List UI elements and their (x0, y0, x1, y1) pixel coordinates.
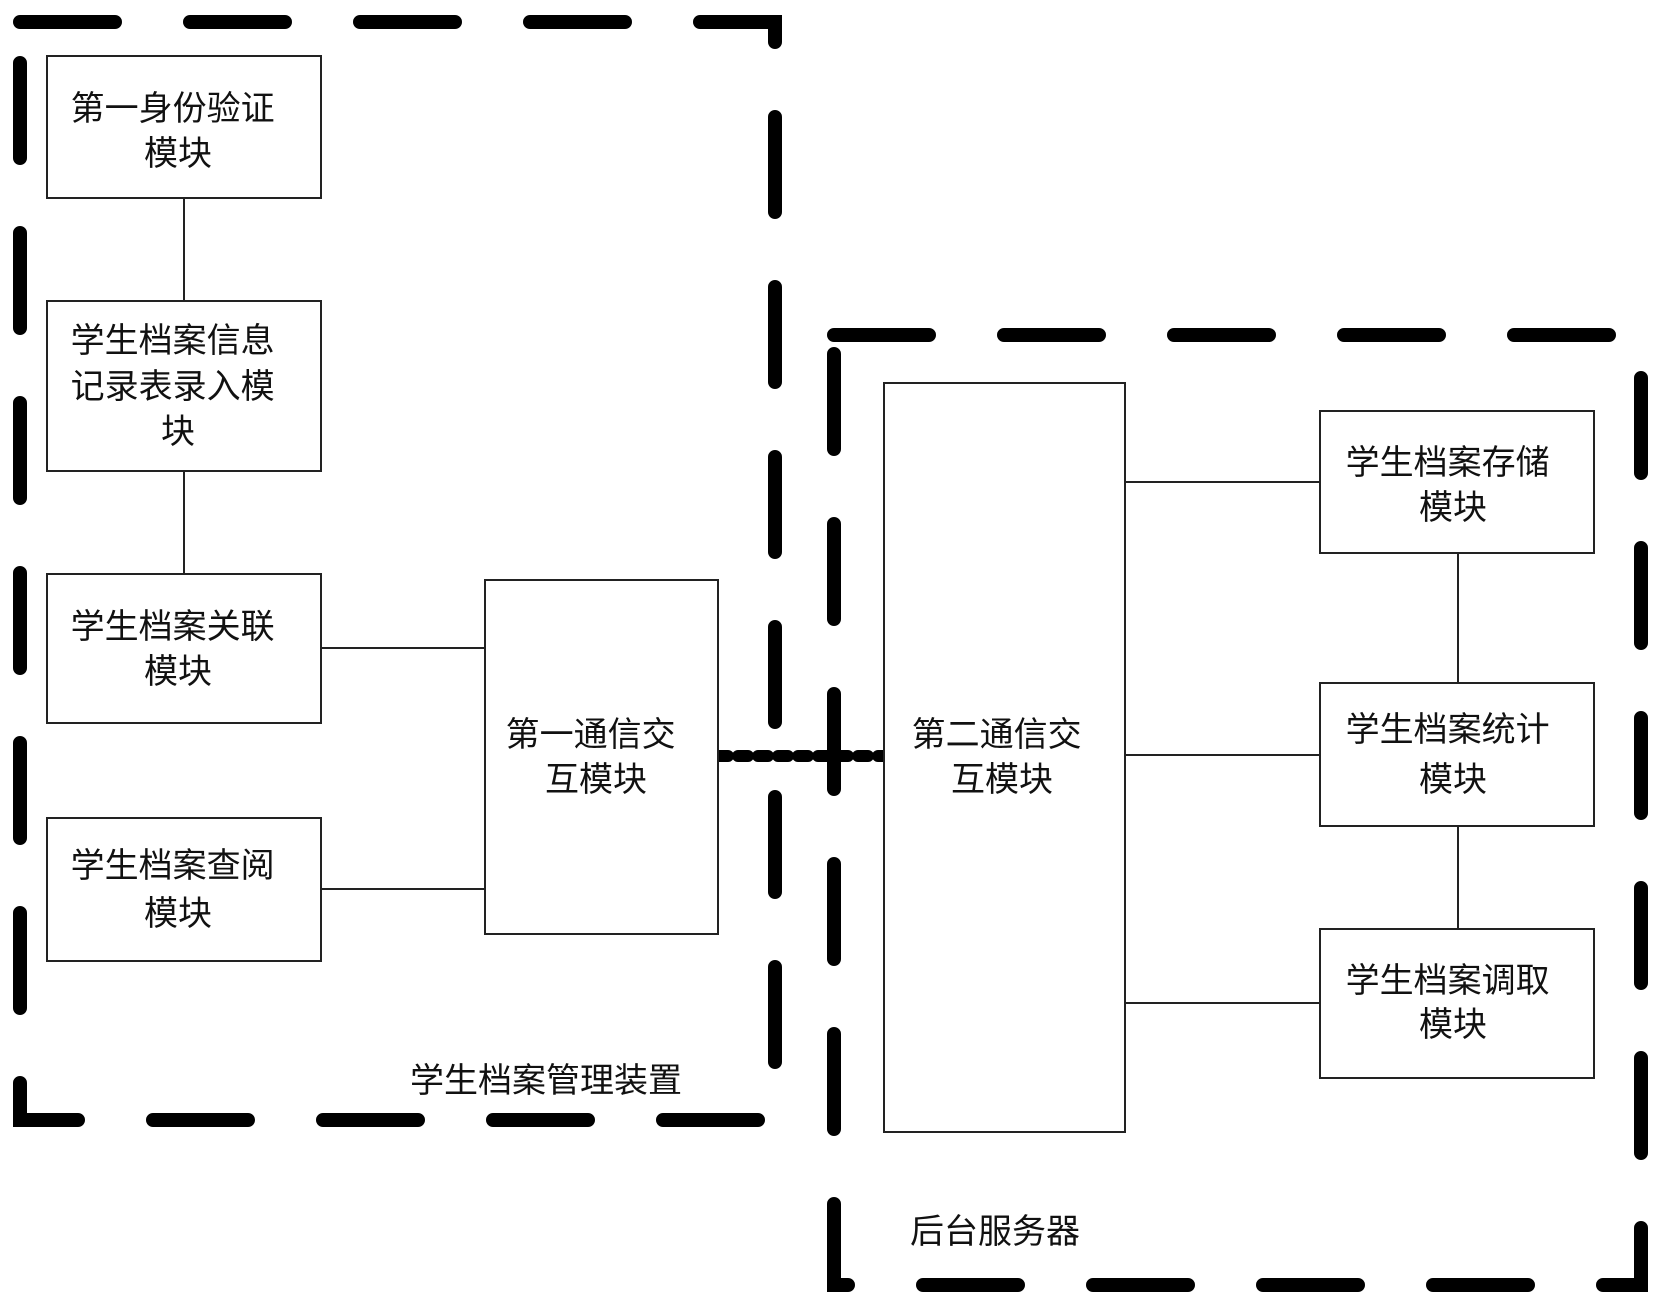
module-retrieval: 学生档案调取 模块 (1319, 928, 1595, 1079)
svg-text:学生档案存储 模块: 学生档案存储 模块 (1346, 443, 1561, 528)
module-statistics-line-2: 模块 (1419, 760, 1487, 800)
module-storage-line-1: 学生档案存储 (1346, 443, 1550, 483)
module-statistics: 学生档案统计 模块 (1319, 682, 1595, 827)
module-comm1-line-2: 互模块 (545, 760, 647, 800)
module-comm2-line-1: 第二通信交 (912, 715, 1082, 755)
module-association-line-2: 模块 (144, 652, 212, 692)
module-lookup-line-1: 学生档案查阅 (71, 846, 275, 886)
module-comm1: 第一通信交 互模块 (484, 579, 719, 935)
module-statistics-line-1: 学生档案统计 (1346, 710, 1550, 750)
svg-text:学生档案统计 模块: 学生档案统计 模块 (1346, 710, 1561, 800)
module-storage: 学生档案存储 模块 (1319, 410, 1595, 554)
module-auth-line-2: 模块 (144, 134, 212, 174)
module-comm1-line-1: 第一通信交 (506, 715, 676, 755)
device-group-border (13, 15, 782, 1127)
svg-text:第二通信交 互模块: 第二通信交 互模块 (912, 715, 1093, 800)
svg-text:学生档案信息 记录表录入模 块: 学生档案信息 记录表录入模 块 (71, 321, 286, 452)
module-comm2-line-2: 互模块 (951, 760, 1053, 800)
module-association-line-1: 学生档案关联 (71, 607, 275, 647)
module-record-entry: 学生档案信息 记录表录入模 块 (46, 300, 322, 472)
module-retrieval-line-2: 模块 (1419, 1005, 1487, 1045)
server-group-border (827, 328, 1648, 1292)
module-record-entry-line-2: 记录表录入模 (71, 367, 275, 407)
module-auth: 第一身份验证 模块 (46, 55, 322, 199)
module-storage-line-2: 模块 (1419, 488, 1487, 528)
svg-text:第一通信交 互模块: 第一通信交 互模块 (506, 715, 687, 800)
module-retrieval-line-1: 学生档案调取 (1346, 961, 1550, 1001)
device-group-label: 学生档案管理装置 (410, 1061, 682, 1101)
module-lookup: 学生档案查阅 模块 (46, 817, 322, 962)
module-record-entry-line-3: 块 (161, 412, 195, 452)
svg-text:学生档案关联 模块: 学生档案关联 模块 (71, 607, 286, 692)
module-association: 学生档案关联 模块 (46, 573, 322, 724)
server-group-label: 后台服务器 (910, 1212, 1080, 1252)
svg-text:学生档案查阅 模块: 学生档案查阅 模块 (71, 846, 286, 934)
module-lookup-line-2: 模块 (144, 894, 212, 934)
svg-text:第一身份验证 模块: 第一身份验证 模块 (71, 89, 286, 174)
module-comm2: 第二通信交 互模块 (883, 382, 1126, 1133)
module-record-entry-line-1: 学生档案信息 (71, 321, 275, 361)
svg-text:学生档案调取 模块: 学生档案调取 模块 (1346, 961, 1561, 1045)
module-auth-line-1: 第一身份验证 (71, 89, 275, 129)
